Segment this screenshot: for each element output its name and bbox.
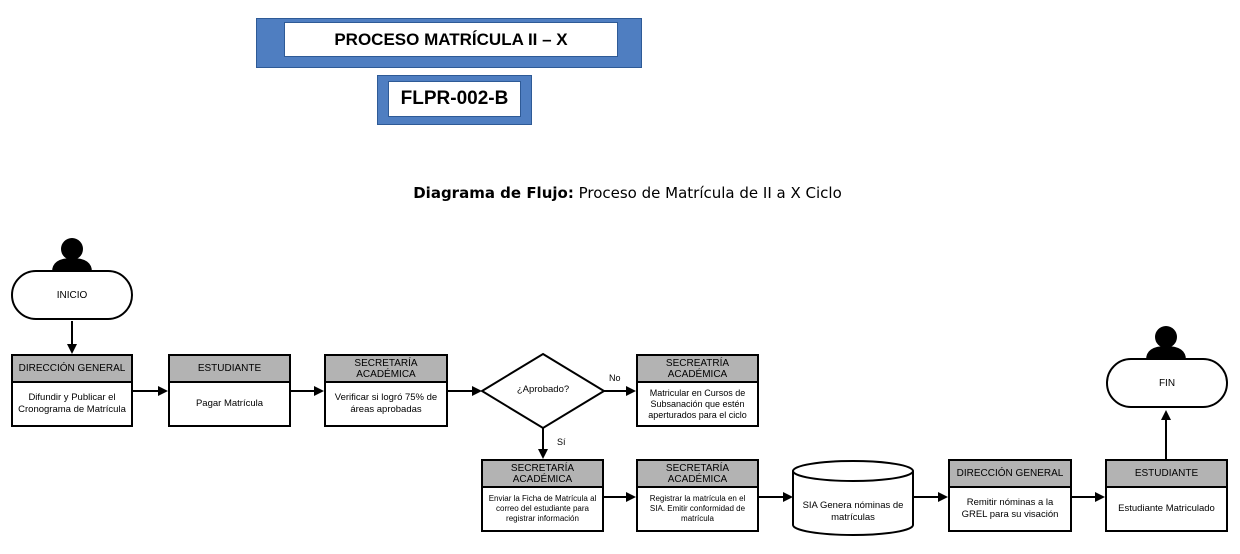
start-terminal: INICIO <box>11 270 133 320</box>
step-text: Difundir y Publicar el Cronograma de Mat… <box>18 392 126 415</box>
step-text: Pagar Matrícula <box>195 398 264 409</box>
decision-label: ¿Aprobado? <box>516 384 570 395</box>
step-text: Matricular en Cursos de Subsanación que … <box>648 387 747 420</box>
step-estudiante-matriculado: ESTUDIANTE Estudiante Matriculado <box>1105 459 1228 532</box>
decision-no-label: No <box>609 373 621 383</box>
person-icon-end <box>1146 326 1186 360</box>
step-cursos-subsanacion: SECREATRÍA ACADÉMICA Matricular en Curso… <box>636 354 759 427</box>
step-role: SECRETARÍA ACADÉMICA <box>326 356 446 383</box>
end-terminal: FIN <box>1106 358 1228 408</box>
step-text: Estudiante Matriculado <box>1118 503 1215 514</box>
step-remitir-nominas: DIRECCIÓN GENERAL Remitir nóminas a la G… <box>948 459 1072 532</box>
process-title: PROCESO MATRÍCULA II – X <box>284 22 618 57</box>
step-role: SECRETARÍA ACADÉMICA <box>483 461 602 488</box>
step-enviar-ficha: SECRETARÍA ACADÉMICA Enviar la Ficha de … <box>481 459 604 532</box>
step-text: Verificar si logró 75% de áreas aprobada… <box>334 392 438 415</box>
step-verificar-areas: SECRETARÍA ACADÉMICA Verificar si logró … <box>324 354 448 427</box>
step-pagar-matricula: ESTUDIANTE Pagar Matrícula <box>168 354 291 427</box>
step-difundir-cronograma: DIRECCIÓN GENERAL Difundir y Publicar el… <box>11 354 133 427</box>
diagram-title: Diagrama de Flujo: Proceso de Matrícula … <box>0 184 1240 202</box>
step-text: Enviar la Ficha de Matrícula al correo d… <box>488 494 597 523</box>
database-cylinder <box>792 460 914 536</box>
step-registrar-sia: SECRETARÍA ACADÉMICA Registrar la matríc… <box>636 459 759 532</box>
step-role: DIRECCIÓN GENERAL <box>13 356 131 383</box>
step-role: SECREATRÍA ACADÉMICA <box>638 356 757 383</box>
step-text: Registrar la matrícula en el SIA. Emitir… <box>649 494 746 523</box>
diagram-title-rest: Proceso de Matrícula de II a X Ciclo <box>573 184 842 202</box>
database-label: SIA Genera nóminas de matrículas <box>802 500 904 523</box>
step-text: Remitir nóminas a la GREL para su visaci… <box>961 497 1059 520</box>
person-icon-start <box>52 238 92 272</box>
step-role: ESTUDIANTE <box>1107 461 1226 488</box>
diagram-title-bold: Diagrama de Flujo: <box>413 184 574 202</box>
decision-yes-label: Sí <box>557 437 566 447</box>
step-role: DIRECCIÓN GENERAL <box>950 461 1070 488</box>
step-role: SECRETARÍA ACADÉMICA <box>638 461 757 488</box>
process-code: FLPR-002-B <box>388 81 521 117</box>
step-role: ESTUDIANTE <box>170 356 289 383</box>
